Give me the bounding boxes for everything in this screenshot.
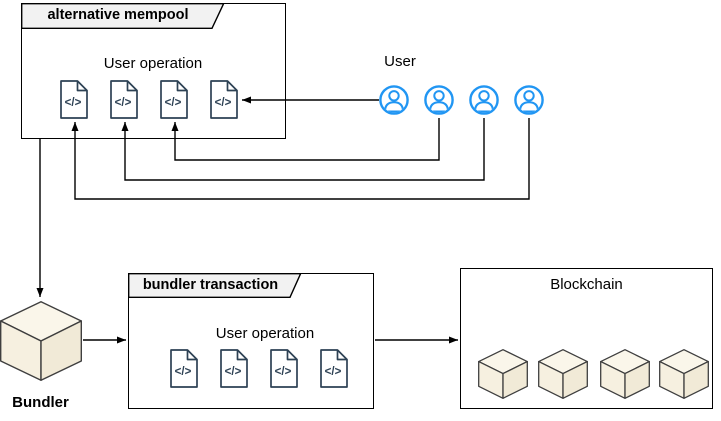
user-operation-document-icon: </> (160, 80, 188, 119)
tab-shape (21, 3, 225, 29)
block-cube-icon (600, 349, 650, 399)
alternative-mempool-tab-label: alternative mempool (47, 7, 189, 23)
code-glyph: </> (175, 366, 192, 378)
code-glyph: </> (65, 97, 82, 109)
user-operation-document-icon: </> (220, 349, 248, 388)
alternative-mempool-tab: alternative mempool (21, 3, 225, 29)
tab-shape (128, 273, 302, 298)
code-glyph: </> (215, 97, 232, 109)
user-icon (469, 85, 499, 115)
user-operation-document-icon: </> (60, 80, 88, 119)
code-glyph: </> (165, 97, 182, 109)
user-operation-document-icon: </> (320, 349, 348, 388)
user-operation-document-icon: </> (110, 80, 138, 119)
blockchain-label: Blockchain (550, 276, 623, 293)
block-cube-icon (659, 349, 709, 399)
bundler-transaction-user-operation-label: User operation (215, 325, 315, 342)
block-cube-icon (478, 349, 528, 399)
block-cube-icon (538, 349, 588, 399)
mempool-user-operation-label: User operation (103, 55, 203, 72)
user-icon (514, 85, 544, 115)
user-operation-document-icon: </> (210, 80, 238, 119)
user-icon (379, 85, 409, 115)
user-icon (424, 85, 454, 115)
user-operation-document-icon: </> (170, 349, 198, 388)
bundler-transaction-tab-label: bundler transaction (142, 276, 279, 293)
bundler-cube-icon (0, 301, 82, 381)
bundler-label: Bundler (12, 394, 69, 411)
code-glyph: </> (325, 366, 342, 378)
code-glyph: </> (275, 366, 292, 378)
user-group-label: User (384, 53, 416, 70)
code-glyph: </> (115, 97, 132, 109)
user-operation-document-icon: </> (270, 349, 298, 388)
code-glyph: </> (225, 366, 242, 378)
bundler-transaction-tab: bundler transaction (128, 273, 302, 298)
